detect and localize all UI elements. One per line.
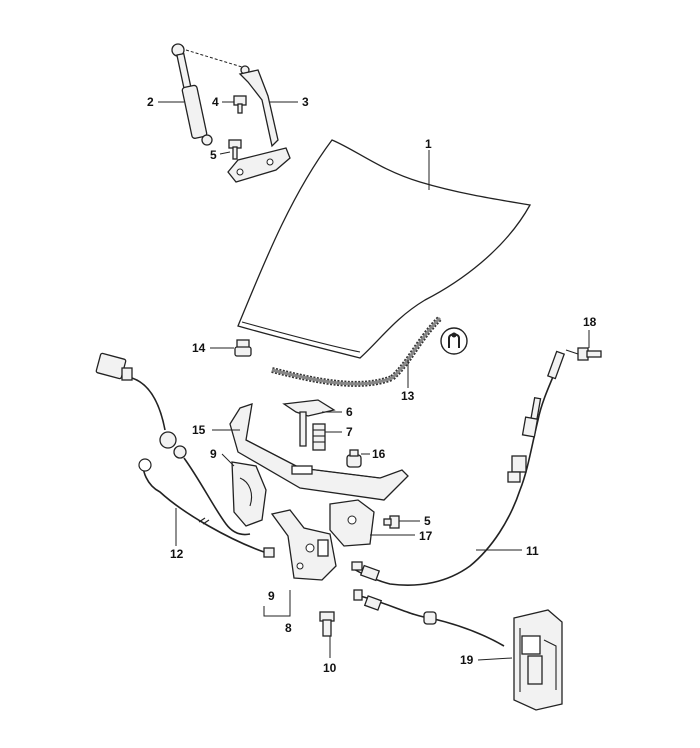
callout-3: 3 (302, 95, 309, 109)
callout-1: 1 (425, 137, 432, 151)
callout-2: 2 (147, 95, 154, 109)
callout-13: 13 (401, 389, 415, 403)
hood-striker (282, 399, 336, 447)
callout-6: 6 (346, 405, 353, 419)
callout-19: 19 (460, 653, 474, 667)
callout-12: 12 (170, 547, 184, 561)
callout-4: 4 (212, 95, 219, 109)
release-cable (351, 350, 566, 586)
callout-15: 15 (192, 423, 206, 437)
hood-switch-harness (95, 352, 275, 558)
bump-stop (234, 339, 252, 357)
callout-18: 18 (583, 315, 597, 329)
callout-14: 14 (192, 341, 206, 355)
striker-spring (312, 423, 326, 451)
lock-bolt (319, 611, 335, 637)
callout-8: 8 (285, 621, 292, 635)
warning-sticker (440, 327, 468, 355)
callout-labels: 1 2 3 4 5 6 7 16 5 17 11 13 14 15 9 12 1… (147, 95, 597, 675)
cable-bolt (565, 347, 602, 361)
rubber-buffer (346, 449, 362, 468)
hood-seal (271, 315, 443, 387)
callout-16: 16 (372, 447, 386, 461)
cable-bracket (329, 499, 375, 547)
release-handle (513, 609, 563, 711)
callout-7: 7 (346, 425, 353, 439)
hood-panel (237, 139, 532, 359)
callout-5-lower: 5 (424, 514, 431, 528)
callout-10: 10 (323, 661, 337, 675)
callout-17: 17 (419, 529, 433, 543)
lock-clip (231, 461, 267, 527)
callout-5-top: 5 (210, 148, 217, 162)
bracket-bolt-5 (383, 515, 400, 529)
callout-9-lock: 9 (268, 589, 275, 603)
callout-9-clip: 9 (210, 447, 217, 461)
hinge-bolt-5 (228, 139, 242, 160)
hood-lock (270, 509, 337, 581)
gas-strut (171, 43, 243, 146)
lock-carrier-panel (229, 403, 409, 501)
leader-lines (158, 101, 590, 661)
hood-hinge (227, 65, 291, 183)
handle-cable (353, 589, 505, 647)
hinge-bolt-4 (233, 95, 247, 114)
callout-11: 11 (526, 544, 539, 558)
